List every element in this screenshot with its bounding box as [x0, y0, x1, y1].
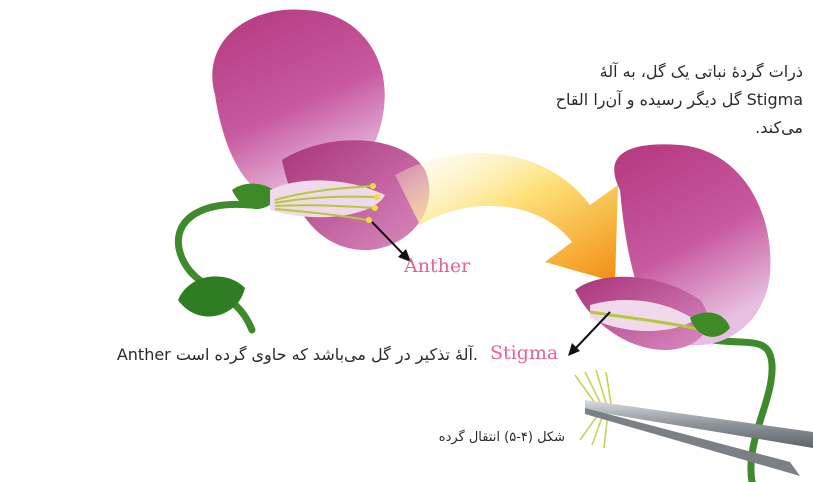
- left-flower: [178, 10, 429, 330]
- caption-bottom: Anther آلهٔ تذکیر در گل می‌باشد که حاوی …: [8, 345, 478, 364]
- stigma-label: Stigma: [490, 342, 558, 364]
- anther-label: Anther: [404, 255, 470, 277]
- tweezers: [575, 370, 813, 476]
- figure-caption: شکل (۴-۵) انتقال گرده: [380, 430, 565, 445]
- left-leaf: [178, 276, 245, 316]
- stigma-pointer: [568, 312, 610, 356]
- caption-top: ذرات گردهٔ نباتی یک گل، به آلهٔ Stigma گ…: [548, 58, 803, 142]
